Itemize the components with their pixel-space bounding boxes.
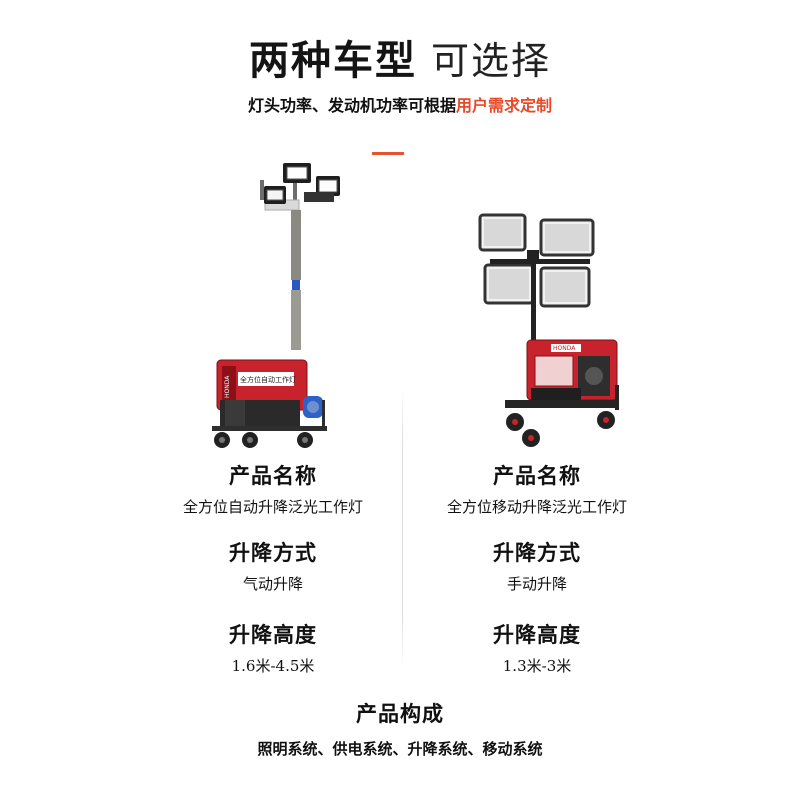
product-name-label: 产品名称 [493, 463, 581, 488]
page-title: 两种车型可选择 [0, 28, 800, 86]
product-name-value: 全方位移动升降泛光工作灯 [446, 498, 627, 516]
product-image-right: HONDA [465, 160, 625, 450]
product-image-left: HONDA 全方位自动工作灯 [200, 160, 350, 450]
vertical-divider [402, 390, 403, 670]
generator-brand-right: HONDA [553, 345, 576, 352]
lift-height-value: 1.6米-4.5米 [231, 657, 315, 675]
lift-height-value: 1.3米-3米 [502, 657, 572, 675]
composition-value: 照明系统、供电系统、升降系统、移动系统 [257, 740, 543, 758]
lift-method-label: 升降方式 [229, 540, 317, 565]
lift-height-label: 升降高度 [229, 622, 317, 647]
lift-height-label: 升降高度 [493, 622, 581, 647]
right-height-block: 升降高度 1.3米-3米 [387, 619, 687, 676]
light-tower-manual-illustration: HONDA [478, 213, 619, 447]
accent-divider [372, 152, 404, 155]
subtitle-prefix: 灯头功率、发动机功率可根据 [247, 96, 456, 115]
lift-method-label: 升降方式 [493, 540, 581, 565]
subtitle: 灯头功率、发动机功率可根据用户需求定制 [0, 92, 800, 116]
title-light: 可选择 [430, 39, 551, 83]
product-name-value: 全方位自动升降泛光工作灯 [182, 498, 363, 516]
lift-method-value: 气动升降 [242, 575, 303, 593]
composition-block: 产品构成 照明系统、供电系统、升降系统、移动系统 [0, 698, 800, 759]
right-name-block: 产品名称 全方位移动升降泛光工作灯 [387, 460, 687, 517]
left-name-block: 产品名称 全方位自动升降泛光工作灯 [123, 460, 423, 517]
left-lift-block: 升降方式 气动升降 [123, 537, 423, 594]
right-lift-block: 升降方式 手动升降 [387, 537, 687, 594]
left-height-block: 升降高度 1.6米-4.5米 [123, 619, 423, 676]
lift-method-value: 手动升降 [506, 575, 567, 593]
light-tower-pneumatic-illustration: HONDA 全方位自动工作灯 [212, 163, 340, 448]
title-bold: 两种车型 [248, 38, 417, 84]
generator-label: 全方位自动工作灯 [240, 375, 296, 384]
generator-brand: HONDA [224, 375, 231, 398]
product-name-label: 产品名称 [229, 463, 317, 488]
composition-label: 产品构成 [356, 701, 444, 726]
subtitle-highlight: 用户需求定制 [456, 96, 553, 115]
